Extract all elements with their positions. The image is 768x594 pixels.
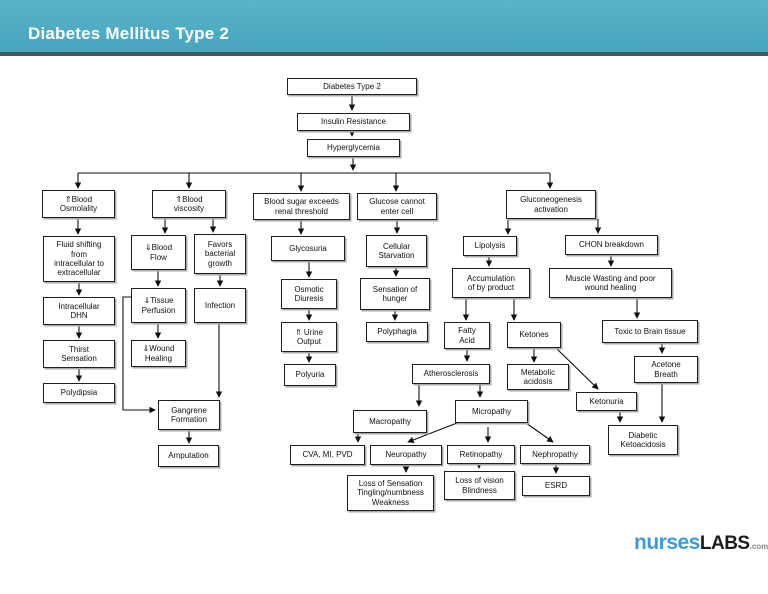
node-diabetes-type2: Diabetes Type 2 [287,78,417,95]
logo-nurses-text: nurses [634,531,700,554]
node-micropathy: Micropathy [455,400,528,423]
node-atherosclerosis: Atherosclerosis [412,364,490,384]
header-bar: Diabetes Mellitus Type 2 [0,0,768,56]
node-esrd: ESRD [522,476,590,496]
node-cva-mi-pvd: CVA, MI, PVD [290,445,365,465]
node-polyphagia: Polyphagia [366,322,428,342]
node-polydipsia: Polydipsia [43,383,115,403]
node-neuropathy: Neuropathy [370,445,442,465]
page-title: Diabetes Mellitus Type 2 [28,24,229,43]
node-thirst-sensation: Thirst Sensation [43,340,115,368]
node-sensation-of-hunger: Sensation of hunger [360,278,430,310]
node-accumulation-byproduct: Accumulation of by product [452,268,530,298]
node-fatty-acid: Fatty Acid [444,322,490,349]
node-glycosuria: Glycosuria [271,236,345,261]
node-polyuria: Polyuria [284,364,336,386]
node-nephropathy: Nephropathy [520,445,590,464]
node-macropathy: Macropathy [353,410,427,433]
node-amputation: Amputation [158,445,219,467]
logo-labs-text: LABS [699,533,750,554]
node-toxic-brain-tissue: Toxic to Brain tissue [602,320,698,343]
node-insulin-resistance: Insulin Resistance [297,113,410,131]
node-renal-threshold: Blood sugar exceeds renal threshold [253,193,350,220]
node-cellular-starvation: Cellular Starvation [366,235,427,267]
node-lipolysis: Lipolysis [463,236,517,256]
node-diabetic-ketoacidosis: Diabetic Ketoacidosis [608,425,678,455]
node-hyperglycemia: Hyperglycemia [307,139,400,157]
logo-tld-text: .com [749,542,768,551]
node-intracellular-dhn: Intracellular DHN [43,297,115,325]
node-acetone-breath: Acetone Breath [634,356,698,383]
node-loss-of-vision: Loss of vision Blindness [444,471,515,500]
node-blood-osmolality: ⇑Blood Osmolality [42,190,115,218]
node-ketonuria: Ketonuria [576,392,637,411]
node-fluid-shifting: Fluid shifting from intracellular to ext… [43,236,115,282]
node-loss-of-sensation: Loss of Sensation Tingling/numbness Weak… [347,475,434,511]
node-urine-output: ⇑ Urine Output [281,322,337,352]
node-retinopathy: Retinopathy [447,445,515,464]
node-gangrene-formation: Gangrene Formation [158,400,220,430]
node-blood-flow: ⇓Blood Flow [131,235,186,270]
node-ketones: Ketones [507,322,561,348]
node-tissue-perfusion: ⇓Tissue Perfusion [131,288,186,323]
node-gluconeogenesis: Gluconeogenesis activation [506,190,596,219]
node-osmotic-diuresis: Osmotic Diuresis [281,279,337,309]
node-glucose-cannot-enter: Glucose cannot enter cell [357,193,437,220]
node-infection: Infection [194,288,246,323]
node-metabolic-acidosis: Metabolic acidosis [507,364,569,390]
node-chon-breakdown: CHON breakdown [565,235,658,255]
node-muscle-wasting: Muscle Wasting and poor wound healing [549,268,672,298]
node-blood-viscosity: ⇑Blood viscosity [152,190,226,218]
node-wound-healing: ⇓Wound Healing [131,340,186,367]
node-favors-bacterial: Favors bacterial growth [194,234,246,274]
